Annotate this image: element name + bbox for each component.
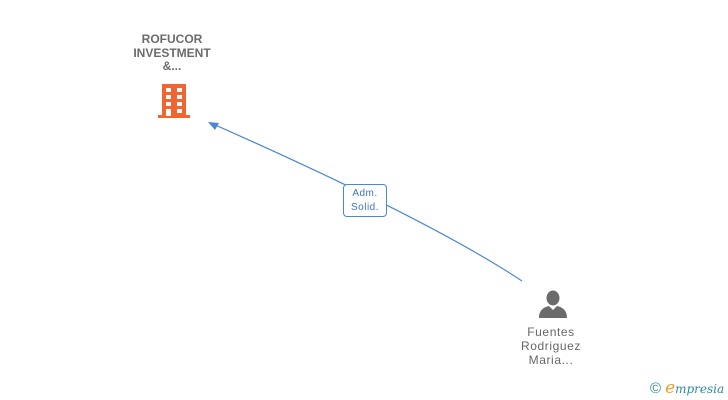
company-node-label[interactable]: ROFUCOR INVESTMENT &... [110,32,234,74]
brand-initial: e [665,378,676,398]
person-label-line: Maria... [528,353,574,367]
empresia-watermark[interactable]: © empresia [650,378,724,398]
company-label-line: INVESTMENT [133,45,211,60]
relation-edge[interactable] [212,123,523,282]
edge-label-line: Solid. [350,202,379,213]
edge-label-line: Adm. [352,188,378,199]
brand-name: mpresia [675,382,725,396]
arrowhead-icon [208,122,219,130]
company-label-line: ROFUCOR [141,32,203,46]
copyright-icon: © [650,379,662,397]
building-icon[interactable] [157,83,191,119]
company-label-line: &... [162,59,182,73]
person-label-line: Rodriguez [520,339,582,353]
person-label-line: Fuentes [527,325,575,339]
edge-role-label[interactable]: Adm. Solid. [343,184,387,217]
brand-logo: empresia [665,378,724,398]
person-node-label[interactable]: Fuentes Rodriguez Maria... [496,325,606,367]
person-icon[interactable] [538,289,568,319]
